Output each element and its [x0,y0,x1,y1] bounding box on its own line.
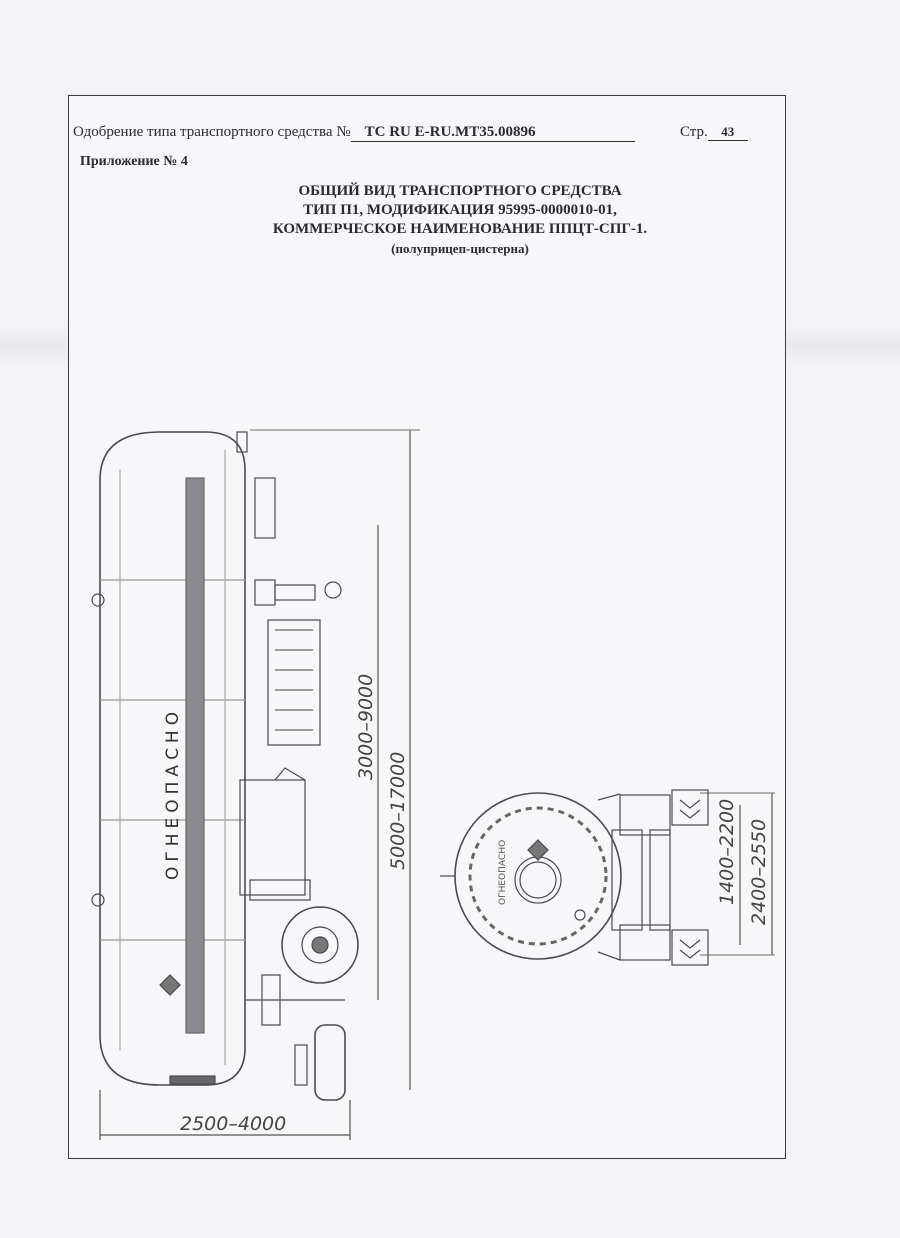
appendix-label: Приложение № 4 [80,154,188,169]
dimension-width: 2500–4000 [180,1113,286,1135]
hazard-diamond-icon [159,974,181,996]
title-line-1: ОБЩИЙ ВИД ТРАНСПОРТНОГО СРЕДСТВА [298,183,622,199]
dimension-rear-a: 1400–2200 [716,799,738,905]
dimension-lines [99,429,775,1140]
tank-stripe [185,477,205,1034]
page-label: Стр. [680,124,708,140]
tank-warning-label: ОГНЕОПАСНО [163,707,183,880]
dimension-rear-b: 2400–2550 [748,819,770,925]
rear-view [440,789,709,966]
side-view-tank [91,431,246,1086]
approval-label: Одобрение типа транспортного средства № [73,124,351,140]
title-subtitle: (полуприцеп-цистерна) [391,241,529,256]
title-line-3: КОММЕРЧЕСКОЕ НАИМЕНОВАНИЕ ППЦТ-СПГ-1. [272,221,648,237]
page-number-field: Стр.43 [680,124,748,141]
page-number: 43 [707,124,748,141]
rear-warning-label: ОГНЕОПАСНО [498,840,508,905]
rear-hazard-diamond-icon [527,839,549,861]
document-title: ОБЩИЙ ВИД ТРАНСПОРТНОГО СРЕДСТВА ТИП П1,… [160,182,760,258]
dimension-side-a: 3000–9000 [355,674,377,780]
side-equipment [236,431,359,1101]
dimension-side-b: 5000–17000 [387,752,409,870]
title-line-2: ТИП П1, МОДИФИКАЦИЯ 95995-0000010-01, [303,202,617,218]
approval-number: TC RU E-RU.MT35.00896 [350,124,635,142]
